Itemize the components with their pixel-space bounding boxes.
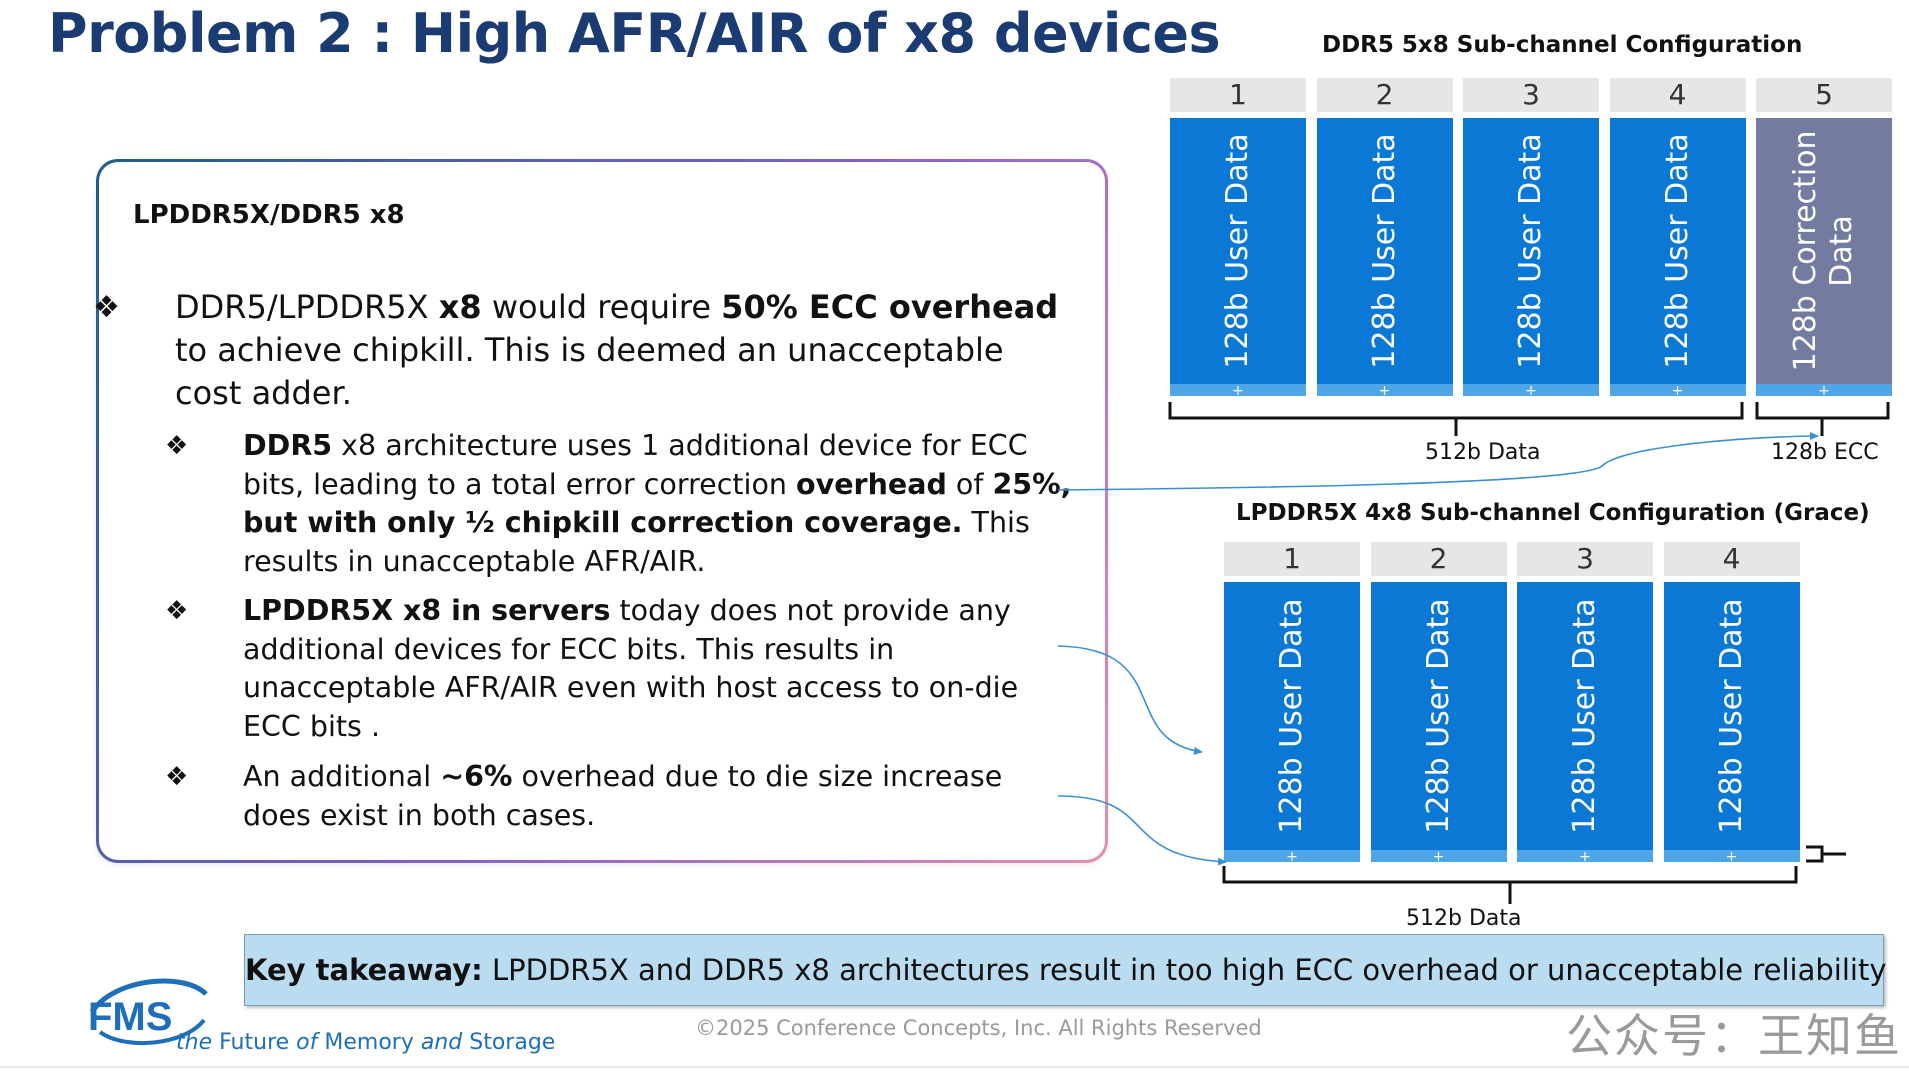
bullet-text: An additional ~6% overhead due to die si… [243, 760, 1003, 832]
lpddr5x-ecc-strip: + [1224, 850, 1360, 865]
bullet-ddr5-architecture: ❖ DDR5 x8 architecture uses 1 additional… [165, 427, 1079, 581]
ddr5-column-number: 4 [1609, 78, 1746, 112]
ddr5-data-block: 128b User Data [1170, 118, 1306, 384]
ddr5-data-bracket [1168, 402, 1744, 436]
bullet-die-size-overhead: ❖ An additional ~6% overhead due to die … [165, 758, 1079, 835]
key-takeaway-banner: Key takeaway: LPDDR5X and DDR5 x8 archit… [244, 934, 1886, 1006]
lpddr5x-data-block: 128b User Data [1663, 582, 1800, 850]
footer-divider [0, 1066, 1909, 1068]
lpddr5x-column-number: 2 [1370, 542, 1507, 576]
copyright-text: ©2025 Conference Concepts, Inc. All Righ… [695, 1016, 1262, 1040]
lpddr5x-ecc-strip: + [1663, 850, 1800, 865]
lpddr5x-column-number: 3 [1517, 542, 1653, 576]
ddr5-ecc-strip: + [1463, 384, 1599, 399]
ddr5-column-number: 5 [1756, 78, 1892, 112]
bullet-text: DDR5 x8 architecture uses 1 additional d… [243, 429, 1072, 578]
page-title: Problem 2 : High AFR/AIR of x8 devices [48, 2, 1221, 65]
lpddr5x-ecc-strip: + [1517, 850, 1653, 865]
lpddr5x-column-number: 1 [1224, 542, 1360, 576]
ddr5-data-block: 128b User Data [1316, 118, 1453, 384]
ddr5-ecc-strip: + [1170, 384, 1306, 399]
lpddr5x-data-bracket [1222, 866, 1798, 904]
ddr5-column-number: 2 [1316, 78, 1453, 112]
bullet-text: DDR5/LPDDR5X x8 would require 50% ECC ov… [175, 288, 1059, 412]
box-heading: LPDDR5X/DDR5 x8 [133, 200, 405, 230]
lpddr5x-config-title: LPDDR5X 4x8 Sub-channel Configuration (G… [1236, 500, 1870, 526]
ddr5-ecc-label: 128b ECC [1771, 440, 1879, 465]
lpddr5x-side-bracket [1806, 845, 1846, 863]
lpddr5x-data-block: 128b User Data [1224, 582, 1360, 850]
diamond-bullet-icon: ❖ [93, 290, 120, 325]
ddr5-ecc-strip: + [1756, 384, 1892, 399]
fms-logo-text: FMS [88, 995, 172, 1039]
diamond-bullet-icon: ❖ [165, 431, 189, 461]
bullet-ecc-overhead: ❖ DDR5/LPDDR5X x8 would require 50% ECC … [93, 286, 1077, 415]
lpddr5x-data-block: 128b User Data [1517, 582, 1653, 850]
bullet-lpddr5x-servers: ❖ LPDDR5X x8 in servers today does not p… [165, 592, 1079, 746]
ddr5-ecc-bracket [1755, 402, 1890, 436]
ddr5-column-number: 1 [1170, 78, 1306, 112]
arrow-to-lpddr5x-columns [1057, 645, 1203, 755]
diamond-bullet-icon: ❖ [165, 762, 189, 792]
ddr5-data-block: 128b User Data [1609, 118, 1746, 384]
arrow-to-lpddr5x-strip [1057, 795, 1227, 866]
bullet-text: LPDDR5X x8 in servers today does not pro… [243, 594, 1019, 743]
diamond-bullet-icon: ❖ [165, 596, 189, 626]
arrow-to-ecc [1057, 432, 1819, 491]
content-box: LPDDR5X/DDR5 x8 ❖ DDR5/LPDDR5X x8 would … [93, 159, 1108, 863]
lpddr5x-data-block: 128b User Data [1370, 582, 1507, 850]
ddr5-ecc-strip: + [1609, 384, 1746, 399]
ddr5-data-label: 512b Data [1425, 440, 1541, 465]
ddr5-data-block: 128b User Data [1463, 118, 1599, 384]
fms-tagline: the Future of Memory and Storage [176, 1030, 556, 1055]
ddr5-ecc-strip: + [1316, 384, 1453, 399]
ddr5-column-number: 3 [1463, 78, 1599, 112]
lpddr5x-data-label: 512b Data [1406, 906, 1522, 931]
lpddr5x-ecc-strip: + [1370, 850, 1507, 865]
watermark-text: 公众号：王知鱼 [1566, 1009, 1902, 1063]
lpddr5x-column-number: 4 [1663, 542, 1800, 576]
fms-logo-icon: FMS [88, 978, 208, 1046]
ddr5-config-title: DDR5 5x8 Sub-channel Configuration [1322, 32, 1803, 58]
